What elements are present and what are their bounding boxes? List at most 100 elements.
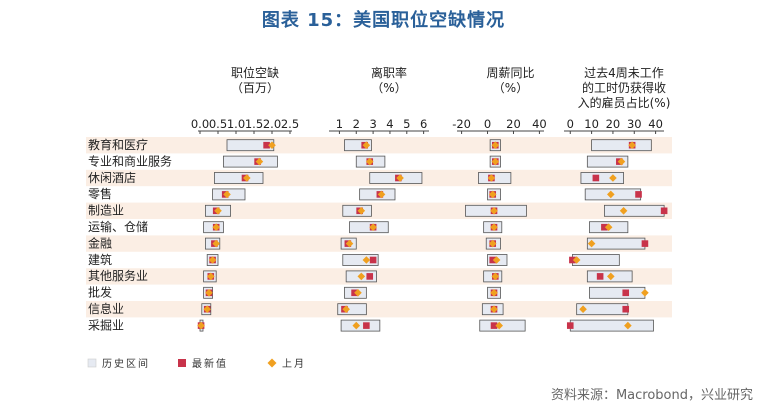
category-label: 制造业 [88,204,124,218]
prev-marker [342,305,350,313]
prev-marker [572,256,581,264]
tick-label: 20 [606,117,621,131]
legend-label: 历史区间 [102,357,150,370]
prev-marker [488,239,497,248]
tick-label: 5 [403,117,410,131]
prev-marker [491,141,500,149]
prev-marker [203,305,211,313]
tick-label: 2 [353,117,360,131]
latest-marker [660,207,668,215]
category-label: 休闲酒店 [88,171,136,185]
prev-marker [212,239,220,248]
prev-marker [208,256,217,264]
prev-marker [490,305,498,313]
prev-marker [607,190,615,199]
latest-marker [369,256,377,264]
tick-label: 1.0 [227,117,245,131]
row-stripe [86,301,672,318]
category-label: 建筑 [88,252,112,267]
prev-marker [609,174,617,182]
prev-marker [488,190,497,199]
latest-marker [641,240,649,247]
prev-marker [205,289,213,297]
legend-label: 上月 [282,358,306,370]
prev-marker [579,305,587,313]
panel-title: 离职率 [371,65,407,80]
prev-marker [357,207,366,215]
prev-marker [617,157,626,166]
prev-marker [214,207,222,215]
prev-marker [243,174,251,182]
row-stripe [86,137,672,154]
legend-swatch-prev [267,358,277,368]
row-stripe [86,268,672,285]
prev-marker [604,223,613,231]
category-label: 其他服务业 [88,268,148,283]
panel-title: 入的雇员占比(%) [578,95,671,110]
page-title: 图表 15：美国职位空缺情况 [261,10,506,31]
prev-marker [357,272,366,281]
prev-marker [255,157,264,166]
prev-marker [491,157,500,166]
latest-marker [490,322,498,329]
prev-marker [352,321,361,330]
tick-label: 0.5 [209,117,227,131]
category-label: 零售 [88,186,112,201]
panel-title: 过去4周未工作 [584,66,664,80]
tick-label: -20 [452,117,471,131]
latest-marker [366,273,374,280]
legend-swatch-latest [178,359,186,367]
prev-marker [641,289,649,297]
tick-label: 0.0 [191,117,209,131]
panel-title: 的工时仍获得收 [582,80,666,95]
range-bar [604,204,665,217]
range-bar [213,172,264,184]
tick-label: 40 [532,117,547,131]
row-stripe [86,235,672,252]
prev-marker [268,141,276,149]
prev-marker [223,190,231,199]
category-label: 金融 [88,235,112,250]
panel-title: （%） [371,81,406,95]
prev-marker [362,256,371,264]
panel-title: （%） [493,81,528,95]
prev-marker [212,223,220,231]
tick-label: 1.5 [245,117,263,131]
prev-marker [624,321,632,330]
range-bar [591,139,652,152]
legend-label: 最新值 [192,357,228,370]
tick-label: 20 [506,117,521,131]
category-label: 教育和医疗 [88,137,148,152]
latest-marker [596,273,604,280]
prev-marker [490,223,498,231]
prev-marker [628,141,636,149]
prev-marker [377,190,386,199]
legend-swatch-range [87,358,97,368]
prev-marker [207,272,215,281]
prev-marker [490,207,498,215]
source-note: 资料来源：Macrobond，兴业研究 [550,388,753,403]
panel-title: （百万） [231,81,279,95]
prev-marker [491,272,500,281]
range-bar [342,254,379,266]
category-label: 批发 [88,285,112,300]
tick-label: 30 [627,117,642,131]
latest-marker [363,322,370,329]
row-stripe [86,202,672,219]
range-bar [586,237,646,250]
prev-marker [197,321,205,330]
latest-marker [569,256,576,264]
prev-marker [587,239,596,248]
tick-label: 10 [584,117,599,131]
range-dot-chart: 教育和医疗专业和商业服务休闲酒店零售制造业运输、仓储金融建筑其他服务业批发信息业… [86,65,672,370]
tick-label: 2.0 [263,117,281,131]
category-label: 专业和商业服务 [88,153,172,168]
tick-label: 40 [648,117,663,131]
latest-marker [592,174,600,182]
prev-marker [490,289,498,297]
prev-marker [619,207,628,215]
range-bar [569,319,654,332]
prev-marker [495,321,504,330]
latest-marker [622,305,630,313]
tick-label: 6 [420,117,427,131]
